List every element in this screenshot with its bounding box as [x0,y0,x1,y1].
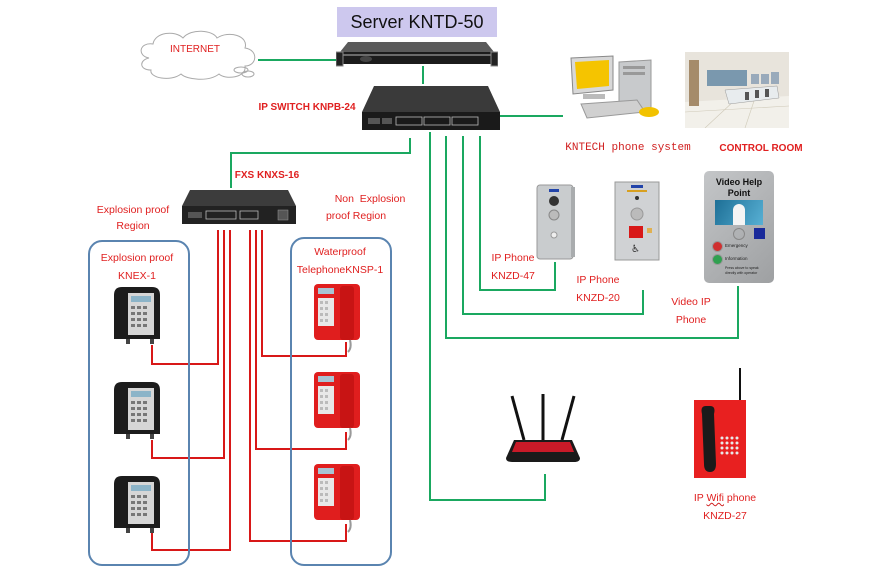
ip-switch-label: IP SWITCH KNPB-24 [258,102,356,113]
fxs-gateway-icon[interactable] [180,188,298,228]
waterproof-group [290,237,392,566]
server-icon[interactable] [336,40,498,68]
hearing-loop-icon [754,228,765,239]
explosion-region-line2: Region [116,220,150,232]
pc-icon [570,55,659,119]
emergency-button[interactable] [712,241,723,252]
non-explosion-region-line2: proof Region [325,210,387,222]
operator-note: Press above to speak directly with opera… [725,266,759,275]
wire-fxs-knsp-3 [249,230,347,542]
wire-fxs-knsp-2 [255,230,347,450]
ip-phone-knzd20-line1: IP Phone [576,274,620,286]
explosion-phone-1[interactable] [112,287,162,345]
waterproof-phone-label-line1: Waterproof [314,246,366,258]
video-help-point-title-line2: Point [727,188,751,198]
information-label: Information [725,256,748,261]
control-room-label: CONTROL ROOM [719,143,803,154]
internet-label: INTERNET [170,44,220,55]
explosion-phone-label-line2: KNEX-1 [118,270,156,282]
waterproof-phone-2[interactable] [312,370,364,442]
explosion-phone-2[interactable] [112,382,162,440]
waterproof-phone-label-line2: TelephoneKNSP-1 [296,264,384,276]
information-button[interactable] [712,254,723,265]
internet-cloud-icon [140,30,256,80]
ip-phone-knzd47-icon[interactable] [533,183,579,261]
wire-switch-video [445,136,739,339]
wire-switch-ipphone47 [479,136,556,291]
wire-fxs-knex-3 [151,230,231,551]
svg-text:♿: ♿ [631,244,640,255]
explosion-phone-3[interactable] [112,476,162,534]
video-ip-phone-line2: Phone [675,314,707,326]
wire-switch-router [429,132,546,501]
phone-system-label: KNTECH phone system [565,142,691,154]
waterproof-phone-1[interactable] [312,282,364,354]
wire-switch-ipphone20 [462,136,644,315]
explosion-phone-label-line1: Explosion proof [100,252,174,264]
waterproof-phone-3[interactable] [312,462,364,534]
wifi-phone-icon[interactable] [692,368,750,480]
wifi-phone-wifi-word: Wifi [706,492,725,504]
wire-fxs-knsp-1 [261,230,347,357]
ip-switch-icon[interactable] [360,84,502,134]
video-help-point-icon[interactable]: Video Help Point Emergency Information P… [704,171,774,283]
wifi-router-icon[interactable] [500,394,586,466]
server-title: Server KNTD-50 [337,7,497,37]
wire-fxs-knex-1 [151,230,219,365]
ip-phone-knzd47-line1: IP Phone [491,252,535,264]
wifi-phone-label-line2: KNZD-27 [703,510,747,522]
wifi-phone-label-line1: IP Wifi phone [680,488,770,508]
video-screen [715,200,763,225]
fxs-label: FXS KNXS-16 [234,170,300,181]
non-explosion-region-line1: Non Explosion [334,193,406,205]
explosion-region-line1: Explosion proof [96,204,170,216]
ip-phone-knzd47-line2: KNZD-47 [491,270,535,282]
control-room-image [685,52,789,128]
ip-phone-knzd20-icon[interactable]: ♿ [613,180,663,262]
speaker-icon [733,228,745,240]
wire-switch-fxs [230,138,411,188]
wifi-phone-prefix: IP [693,492,707,504]
explosion-proof-group [88,240,190,566]
video-ip-phone-line1: Video IP [671,296,711,308]
wifi-phone-suffix: phone [724,492,757,504]
video-help-point-title-line1: Video Help [715,177,763,187]
ip-phone-knzd20-line2: KNZD-20 [576,292,620,304]
emergency-label: Emergency [725,243,748,248]
